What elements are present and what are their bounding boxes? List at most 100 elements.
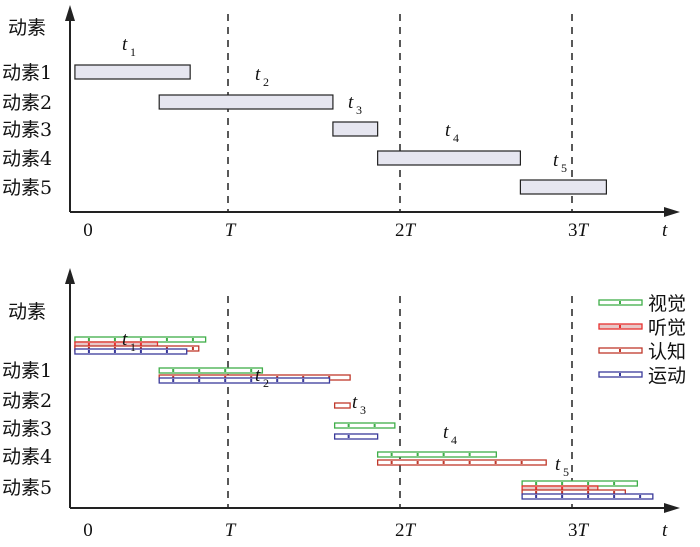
legend-swatch-marker [619,373,621,376]
channel-bar-marker [165,350,168,353]
bottom-duration-label: t [255,365,261,386]
channel-bar-motor [333,433,379,440]
channel-bar-marker [561,482,564,485]
channel-bar-marker [535,482,538,485]
top-duration-label: t [255,64,261,85]
bottom-duration-subscript: 5 [563,465,569,479]
channel-bar-marker [535,495,538,498]
channel-bar-marker [442,453,445,456]
top-x-axis-arrow-icon [664,207,680,217]
bottom-row-label: 动素1 [2,360,52,382]
channel-bar-marker [442,461,445,464]
top-tick-label: T [225,220,237,241]
bottom-duration-subscript: 3 [360,403,366,417]
channel-bar-marker [494,461,497,464]
top-duration-subscript: 5 [561,161,567,175]
channel-bar-marker [416,461,419,464]
channel-bar-marker [87,350,90,353]
top-row-label: 动素1 [2,62,52,84]
bottom-tick-label: T [225,520,237,541]
channel-bar-marker [468,461,471,464]
legend-label: 听觉 [648,317,686,339]
channel-bar-marker [535,487,538,490]
channel-bar-marker [561,491,564,494]
channel-bar-marker [250,369,253,372]
channel-bar-marker [639,495,642,498]
channel-bar-marker [520,461,523,464]
channel-bar-marker [276,379,279,382]
channel-bar-marker [165,338,168,341]
channel-bar-cognitive [376,459,547,466]
channel-bar-visual [158,367,264,374]
legend-swatch-marker [619,301,621,304]
channel-bar-marker [224,369,227,372]
top-task-bar [377,150,522,166]
top-duration-subscript: 3 [356,103,362,117]
channel-bar-marker [198,379,201,382]
bottom-tick-label: 2T [395,520,417,541]
channel-bar-marker [613,495,616,498]
channel-bar-marker [87,338,90,341]
channel-bar-visual [376,451,497,458]
bottom-duration-label: t [443,422,449,443]
channel-bar-marker [172,379,175,382]
channel-bar-motor [74,348,188,355]
channel-bar-marker [613,482,616,485]
bottom-duration-label: t [352,392,358,413]
legend-swatch-marker [619,349,621,352]
top-row-label: 动素4 [2,148,52,170]
channel-bar-marker [587,495,590,498]
channel-bar-marker [390,453,393,456]
channel-bar-marker [561,495,564,498]
channel-bar-marker [587,491,590,494]
channel-bar-marker [373,424,376,427]
channel-bar-marker [198,369,201,372]
top-row-label: 动素2 [2,92,52,114]
top-row-label: 动素5 [2,177,52,199]
bottom-y-axis-arrow-icon [65,268,75,284]
channel-bar-marker [139,338,142,341]
top-duration-subscript: 1 [130,45,136,59]
top-duration-subscript: 4 [453,131,459,145]
top-y-axis-arrow-icon [65,5,75,21]
top-tick-label: 3T [568,220,590,241]
channel-bar-marker [191,338,194,341]
channel-bar-marker [561,487,564,490]
top-y-axis-label: 动素 [8,17,46,39]
channel-bar-marker [587,487,590,490]
channel-bar-visual [333,422,396,429]
channel-bar-marker [613,491,616,494]
top-x-axis-label: t [662,220,668,241]
channel-bar-visual [521,480,639,487]
legend-swatch-marker [619,325,621,328]
top-duration-label: t [445,120,451,141]
bottom-y-axis-label: 动素 [8,301,46,323]
channel-bar-marker [87,343,90,346]
bottom-x-axis-arrow-icon [664,503,680,513]
channel-bar-marker [416,453,419,456]
top-duration-label: t [553,150,559,171]
bottom-x-axis-label: t [662,520,668,541]
channel-bar-marker [139,343,142,346]
channel-bar-marker [113,343,116,346]
channel-bar-marker [191,347,194,350]
channel-bar-cognitive [333,402,351,409]
bottom-row-label: 动素4 [2,446,52,468]
channel-bar-marker [347,435,350,438]
channel-bar-marker [139,350,142,353]
channel-bar-motor [158,377,331,384]
channel-bar-marker [468,453,471,456]
channel-bar-marker [113,350,116,353]
top-task-bar [74,64,191,80]
channel-bar-marker [224,379,227,382]
channel-bar-marker [535,491,538,494]
channel-bar-marker [390,461,393,464]
bottom-row-label: 动素3 [2,418,52,440]
top-duration-label: t [122,34,128,55]
bottom-tick-label: 3T [568,520,590,541]
channel-bar-marker [250,379,253,382]
top-tick-label: 2T [395,220,417,241]
channel-bar-marker [587,482,590,485]
